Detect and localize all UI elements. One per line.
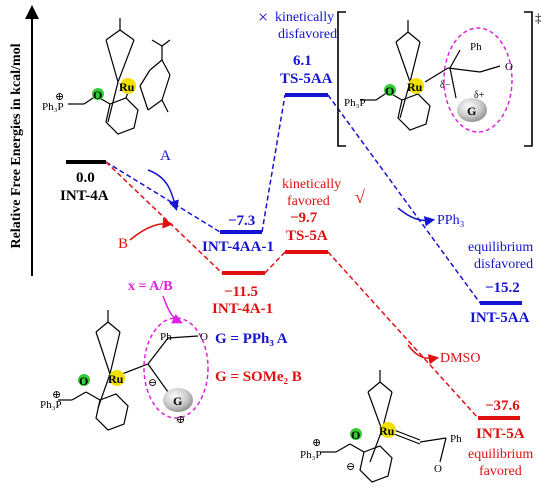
- ph3p-label-1: Ph₃P: [42, 101, 64, 113]
- pathway-a-label: A: [160, 148, 171, 164]
- g-definition-b: G = SOMe₂ B: [215, 369, 302, 385]
- ph-label-3: Ph: [160, 331, 172, 343]
- ru-label-3: Ru: [108, 372, 124, 386]
- red-equilibrium-text-2: favored: [479, 464, 522, 479]
- ru-center-3: [109, 370, 125, 386]
- o-label-3-carbonyl: O: [200, 331, 208, 343]
- blue-equilibrium-text-2: disfavored: [474, 257, 533, 272]
- g-definition-a: G = PPh₃ A: [215, 331, 288, 347]
- ru-center-1: [120, 78, 136, 94]
- dmso-release-label: DMSO: [440, 351, 480, 366]
- energy-int-4a: 0.0: [76, 170, 95, 186]
- o-label-ts-carbonyl: O: [505, 61, 513, 73]
- minus-label-4: ⊖: [346, 461, 355, 473]
- ts-dagger: ‡: [535, 10, 542, 25]
- blue-pathway-connectors: [105, 94, 481, 304]
- x-highlight-ellipse: [143, 317, 209, 419]
- energy-ts-5aa: 6.1: [293, 53, 312, 69]
- name-int-5aa: INT-5AA: [470, 310, 530, 326]
- pathway-a-arrow: [147, 169, 179, 212]
- o-label-3: O: [79, 374, 88, 388]
- red-pathway-connectors: [105, 161, 479, 419]
- pathway-b-arrow: [129, 218, 174, 241]
- plus-label-1: ⊕: [55, 91, 64, 103]
- name-int-5a: INT-5A: [476, 426, 525, 442]
- blue-kinetic-text-1: kinetically: [275, 10, 334, 25]
- o-label-1: O: [93, 88, 102, 102]
- name-int-4a: INT-4A: [60, 188, 109, 204]
- ru-center-2: [408, 78, 424, 94]
- name-int-4a-1: INT-4A-1: [212, 301, 273, 317]
- g-ball-ts: [457, 98, 487, 122]
- dmso-release-arrow: [407, 344, 440, 365]
- red-kinetic-text-2: favored: [287, 194, 330, 209]
- structure-int-4a: [68, 18, 171, 135]
- energy-int-5a: −37.6: [485, 398, 520, 414]
- o-center-1: [92, 88, 104, 100]
- ts-highlight-ellipse: [443, 27, 513, 133]
- o-center-3: [78, 374, 90, 386]
- pph3-release-arrow: [397, 207, 436, 227]
- ph3p-label-3: Ph₃P: [40, 399, 62, 411]
- g-label-ts: G: [467, 104, 476, 118]
- o-center-2: [384, 84, 396, 96]
- ph-label-ts: Ph: [470, 41, 482, 53]
- o-label-2: O: [385, 84, 394, 98]
- ru-center-4: [380, 422, 396, 438]
- energy-int-4a-1: −11.5: [224, 284, 258, 300]
- structure-int-4a-1: [58, 310, 199, 431]
- ph-label-4: Ph: [450, 433, 462, 445]
- pph3-release-label: PPh₃: [437, 213, 465, 228]
- energy-int-5aa: −15.2: [485, 280, 520, 296]
- plus-g-1: ⊕: [176, 414, 185, 426]
- ts-bracket: [337, 11, 533, 147]
- minus-label-3: ⊖: [148, 377, 157, 389]
- name-int-4aa-1: INT-4AA-1: [202, 239, 274, 255]
- blue-kinetic-text-2: disfavored: [278, 27, 337, 42]
- name-ts-5a: TS-5A: [286, 228, 328, 244]
- o-center-4: [350, 428, 362, 440]
- energy-axis-label: Relative Free Energies in kcal/mol: [9, 43, 24, 248]
- ru-label-4: Ru: [379, 424, 395, 438]
- red-kinetic-text-1: kinetically: [282, 177, 341, 192]
- ph3p-label-4: Ph₃P: [300, 449, 322, 461]
- o-label-4: O: [351, 428, 360, 442]
- energy-ts-5a: −9.7: [290, 210, 318, 226]
- blue-kinetic-mark: ×: [258, 7, 268, 27]
- x-pointer-arrow: [162, 295, 183, 324]
- red-check-mark: √: [355, 187, 365, 207]
- o-label-4-carbonyl: O: [434, 463, 442, 475]
- ph3p-label-2: Ph₃P: [344, 97, 366, 109]
- g-ball-1: [163, 388, 193, 412]
- x-definition: x = A/B: [128, 279, 173, 294]
- pathway-b-label: B: [118, 236, 128, 252]
- name-ts-5aa: TS-5AA: [280, 71, 333, 87]
- ru-label-2: Ru: [407, 80, 423, 94]
- red-equilibrium-text-1: equilibrium: [468, 447, 533, 462]
- g-label-1: G: [173, 394, 182, 408]
- plus-label-4: ⊕: [312, 437, 321, 449]
- energy-int-4aa-1: −7.3: [228, 213, 255, 229]
- delta-minus-ts: δ−: [440, 80, 451, 91]
- plus-label-3: ⊕: [52, 389, 61, 401]
- delta-plus-ts: δ+: [474, 90, 485, 101]
- ru-label-1: Ru: [119, 80, 135, 94]
- blue-equilibrium-text-1: equilibrium: [468, 240, 533, 255]
